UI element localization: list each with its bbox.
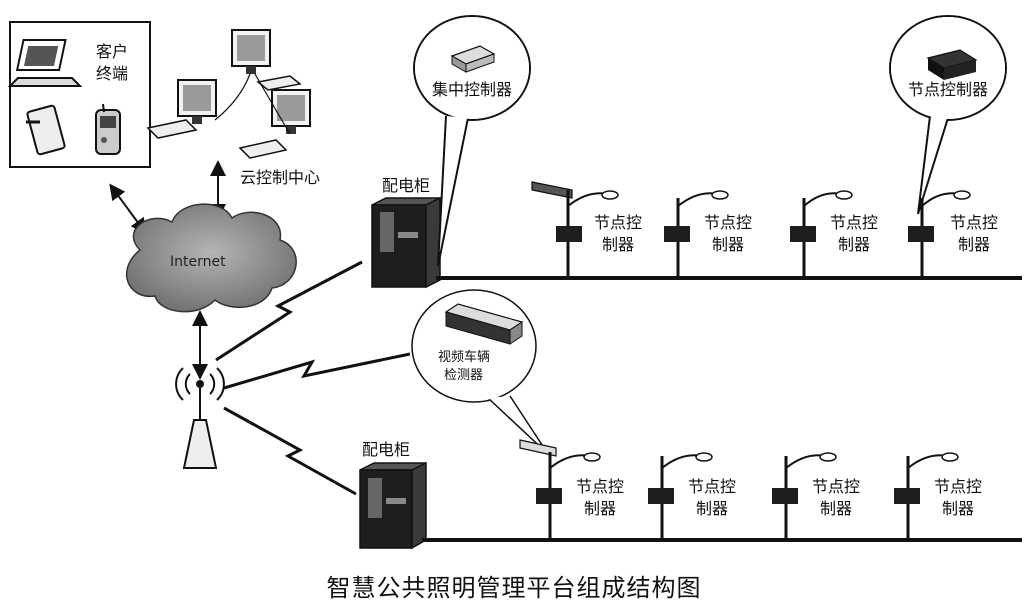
wireless-antenna-icon <box>175 367 225 469</box>
cabinet-top-label: 配电柜 <box>382 176 431 195</box>
distribution-cabinet-bottom <box>359 461 427 550</box>
street-light-bottom-1 <box>519 439 601 540</box>
video-detector-label-line1: 视频车辆 <box>438 350 491 365</box>
node-label-top-4: 节点控制器 <box>949 213 998 254</box>
distribution-cabinet-top <box>371 196 441 289</box>
street-light-bottom-4 <box>894 452 959 540</box>
street-light-top-2 <box>664 190 729 278</box>
internet-cloud-shape <box>125 203 297 313</box>
mobile-phone-icon <box>95 103 121 155</box>
client-terminal-label-line1: 客户 <box>96 42 129 61</box>
street-light-top-1 <box>531 181 619 278</box>
node-controller-icon <box>926 49 978 80</box>
street-light-bottom-2 <box>648 452 713 540</box>
laptop-icon <box>7 39 83 87</box>
central-controller-label: 集中控制器 <box>432 80 513 99</box>
street-light-top-4 <box>908 190 971 278</box>
cloud-computer-2 <box>146 79 217 139</box>
tablet-icon <box>26 104 66 156</box>
node-label-bottom-1: 节点控制器 <box>575 477 624 518</box>
client-terminal-label-line2: 终端 <box>96 64 129 83</box>
node-label-bottom-2: 节点控制器 <box>687 477 736 518</box>
street-light-top-3 <box>790 190 853 278</box>
central-controller-icon <box>450 45 496 73</box>
node-controller-callout-label: 节点控制器 <box>908 80 989 99</box>
cloud-computer-1 <box>231 29 302 91</box>
node-label-top-1: 节点控制器 <box>593 213 642 254</box>
node-label-bottom-4: 节点控制器 <box>933 477 982 518</box>
central-controller-callout <box>413 15 531 267</box>
wireless-link-bottom <box>223 406 357 496</box>
video-detector-icon <box>444 303 524 345</box>
video-detector-label-line2: 检测器 <box>444 368 484 383</box>
cloud-center-label: 云控制中心 <box>240 168 321 187</box>
node-label-top-2: 节点控制器 <box>703 213 752 254</box>
arrow-terminal-internet <box>109 183 147 235</box>
figure-caption: 智慧公共照明管理平台组成结构图 <box>326 574 702 602</box>
node-label-top-3: 节点控制器 <box>829 213 878 254</box>
cloud-computer-cables <box>214 73 291 135</box>
cloud-computer-3 <box>238 89 311 159</box>
node-controller-callout <box>889 15 1007 215</box>
video-detector-callout <box>411 289 549 455</box>
client-terminal-frame <box>9 21 151 168</box>
wireless-link-middle <box>223 352 411 390</box>
internet-label: Internet <box>170 254 226 270</box>
street-light-bottom-3 <box>772 452 837 540</box>
wireless-link-top <box>215 260 363 362</box>
node-label-bottom-3: 节点控制器 <box>811 477 860 518</box>
cabinet-bottom-label: 配电柜 <box>362 440 411 459</box>
